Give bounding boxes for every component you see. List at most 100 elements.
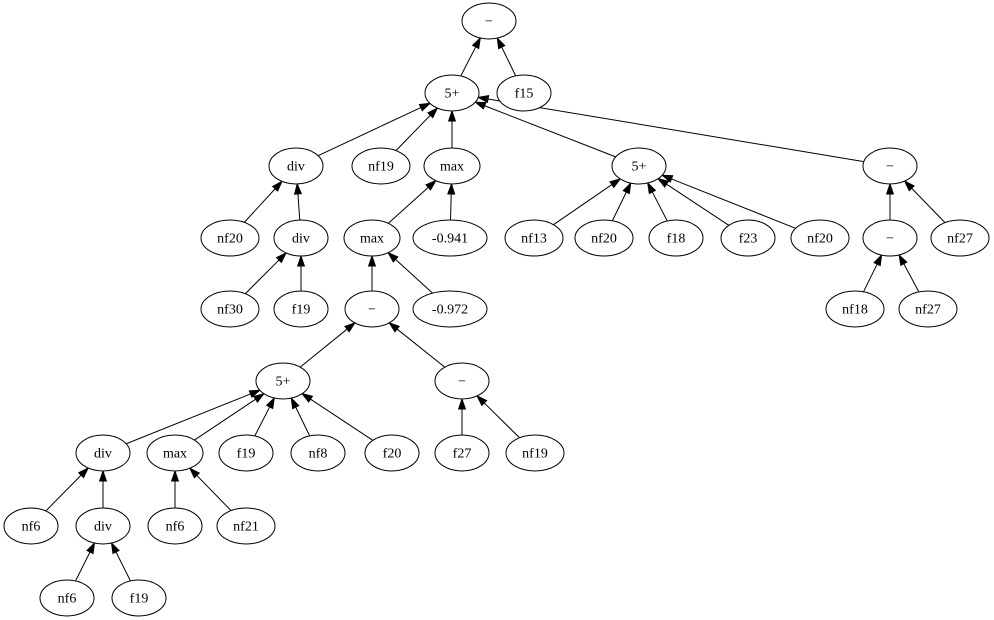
graph-node-ellipse[interactable] bbox=[424, 74, 480, 112]
graph-node[interactable]: nf20 bbox=[200, 219, 260, 257]
graph-node-ellipse[interactable] bbox=[344, 290, 400, 328]
graph-node[interactable]: f15 bbox=[496, 74, 552, 112]
graph-edge bbox=[299, 328, 348, 368]
graph-node-ellipse[interactable] bbox=[898, 290, 958, 328]
graph-node[interactable]: div bbox=[268, 147, 324, 185]
graph-node[interactable]: − bbox=[434, 362, 490, 400]
graph-node-ellipse[interactable] bbox=[364, 434, 420, 472]
graph-edge-arrowhead bbox=[656, 177, 670, 188]
graph-node[interactable]: − bbox=[862, 147, 918, 185]
graph-node-ellipse[interactable] bbox=[412, 219, 488, 257]
graph-node[interactable]: nf18 bbox=[825, 290, 885, 328]
graph-node-ellipse[interactable] bbox=[504, 219, 564, 257]
graph-edge-arrowhead bbox=[476, 95, 490, 104]
graph-edge-arrowhead bbox=[647, 181, 657, 195]
graph-edge bbox=[483, 402, 520, 439]
graph-node-ellipse[interactable] bbox=[200, 290, 260, 328]
graph-edge-arrowhead bbox=[271, 180, 283, 192]
graph-node[interactable]: 5+ bbox=[424, 74, 480, 112]
graph-node-ellipse[interactable] bbox=[862, 219, 918, 257]
graph-node[interactable]: nf6 bbox=[147, 507, 203, 545]
graph-edge-arrowhead bbox=[388, 321, 401, 333]
graph-node-ellipse[interactable] bbox=[862, 147, 918, 185]
graph-node-ellipse[interactable] bbox=[412, 290, 488, 328]
graph-node[interactable]: f19 bbox=[111, 579, 167, 617]
graph-node-ellipse[interactable] bbox=[75, 434, 131, 472]
graph-edge bbox=[254, 406, 271, 437]
graph-node[interactable]: max bbox=[343, 219, 401, 257]
graph-node-ellipse[interactable] bbox=[574, 219, 634, 257]
graph-node-ellipse[interactable] bbox=[146, 434, 204, 472]
graph-node[interactable]: f19 bbox=[218, 434, 274, 472]
graph-node-ellipse[interactable] bbox=[147, 507, 203, 545]
graph-node-ellipse[interactable] bbox=[218, 434, 274, 472]
graph-node[interactable]: nf6 bbox=[39, 579, 95, 617]
graph-node[interactable]: max bbox=[423, 147, 481, 185]
graph-node-ellipse[interactable] bbox=[273, 290, 329, 328]
graph-node-ellipse[interactable] bbox=[39, 579, 95, 617]
graph-node[interactable]: f19 bbox=[273, 290, 329, 328]
graph-node[interactable]: nf30 bbox=[200, 290, 260, 328]
graph-node-ellipse[interactable] bbox=[75, 507, 131, 545]
graph-edge bbox=[396, 328, 446, 368]
graph-edge-arrowhead bbox=[471, 36, 481, 50]
graph-node-ellipse[interactable] bbox=[496, 74, 552, 112]
graph-edge bbox=[911, 187, 946, 223]
graph-node[interactable]: div bbox=[273, 219, 329, 257]
graph-node[interactable]: nf19 bbox=[351, 147, 411, 185]
graph-node[interactable]: 5+ bbox=[611, 147, 667, 185]
graph-node-ellipse[interactable] bbox=[268, 147, 324, 185]
graph-edge bbox=[196, 475, 232, 511]
graph-node-ellipse[interactable] bbox=[343, 219, 401, 257]
graph-edge bbox=[75, 551, 91, 582]
graph-edge bbox=[395, 114, 431, 151]
graph-node[interactable]: div bbox=[75, 507, 131, 545]
graph-node[interactable]: f23 bbox=[720, 219, 776, 257]
graph-node-ellipse[interactable] bbox=[351, 147, 411, 185]
graph-node-ellipse[interactable] bbox=[505, 434, 565, 472]
graph-node-ellipse[interactable] bbox=[200, 219, 260, 257]
graph-node-ellipse[interactable] bbox=[216, 507, 276, 545]
graph-node[interactable]: f18 bbox=[648, 219, 704, 257]
graph-node-ellipse[interactable] bbox=[255, 362, 311, 400]
graph-node-ellipse[interactable] bbox=[3, 507, 59, 545]
graph-node[interactable]: − bbox=[862, 219, 918, 257]
graph-edge-arrowhead bbox=[473, 101, 487, 110]
graph-node[interactable]: nf21 bbox=[216, 507, 276, 545]
graph-node-ellipse[interactable] bbox=[611, 147, 667, 185]
graph-node[interactable]: 5+ bbox=[255, 362, 311, 400]
graph-node-ellipse[interactable] bbox=[434, 362, 490, 400]
graph-node[interactable]: div bbox=[75, 434, 131, 472]
graph-node-ellipse[interactable] bbox=[423, 147, 481, 185]
graph-edge-arrowhead bbox=[170, 469, 180, 482]
graph-node[interactable]: nf27 bbox=[898, 290, 958, 328]
graph-node[interactable]: nf13 bbox=[504, 219, 564, 257]
graph-node[interactable]: -0.972 bbox=[412, 290, 488, 328]
graph-node[interactable]: − bbox=[461, 2, 517, 40]
graph-node[interactable]: nf19 bbox=[505, 434, 565, 472]
graph-node[interactable]: − bbox=[344, 290, 400, 328]
graph-node-ellipse[interactable] bbox=[273, 219, 329, 257]
graph-node[interactable]: -0.941 bbox=[412, 219, 488, 257]
graph-node[interactable]: nf20 bbox=[574, 219, 634, 257]
graph-node-ellipse[interactable] bbox=[434, 434, 490, 472]
graph-node-ellipse[interactable] bbox=[720, 219, 776, 257]
graph-node-ellipse[interactable] bbox=[111, 579, 167, 617]
graph-node-ellipse[interactable] bbox=[825, 290, 885, 328]
graph-node[interactable]: max bbox=[146, 434, 204, 472]
graph-node-ellipse[interactable] bbox=[461, 2, 517, 40]
graph-node[interactable]: nf20 bbox=[790, 219, 850, 257]
graph-edge-arrowhead bbox=[290, 396, 300, 410]
graph-node[interactable]: f20 bbox=[364, 434, 420, 472]
graph-node-ellipse[interactable] bbox=[930, 219, 990, 257]
graph-edge-arrowhead bbox=[86, 541, 96, 555]
graph-node-ellipse[interactable] bbox=[790, 219, 850, 257]
graph-node[interactable]: f27 bbox=[434, 434, 490, 472]
graph-node[interactable]: nf8 bbox=[290, 434, 346, 472]
graph-node[interactable]: nf27 bbox=[930, 219, 990, 257]
graph-node-ellipse[interactable] bbox=[648, 219, 704, 257]
graph-edge bbox=[487, 98, 864, 163]
graph-node-ellipse[interactable] bbox=[290, 434, 346, 472]
graph-node[interactable]: nf6 bbox=[3, 507, 59, 545]
